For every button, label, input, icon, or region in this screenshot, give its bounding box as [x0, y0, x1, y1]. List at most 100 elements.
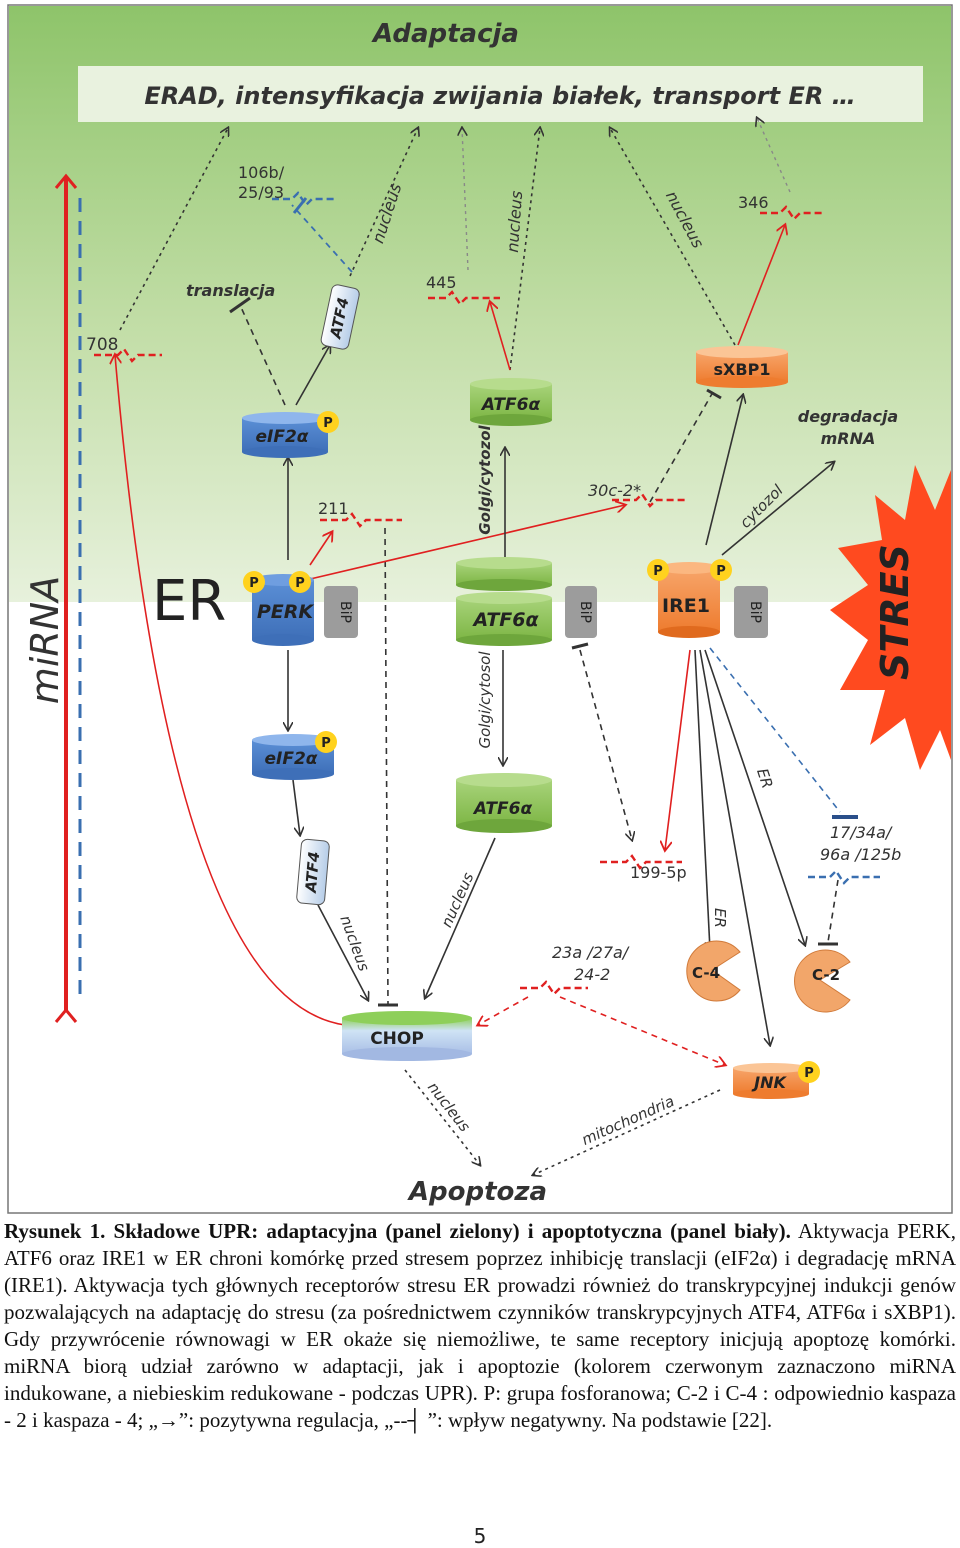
svg-text:IRE1: IRE1 — [662, 595, 710, 617]
mirna-23a: 23a /27a/ 24-2 — [520, 943, 630, 996]
edge-ire1-degradacja — [721, 462, 834, 556]
edge-chop-apoptoza — [404, 1069, 480, 1165]
edge-23a-chop — [478, 996, 529, 1025]
figure-caption: Rysunek 1. Składowe UPR: adaptacyjna (pa… — [4, 1218, 956, 1434]
ire1-bip: BiP — [734, 586, 768, 638]
mirna-30c: 30c-2* — [588, 481, 686, 508]
svg-text:199-5p: 199-5p — [630, 863, 687, 882]
inhibit-sxbp1 — [706, 388, 722, 400]
edge-ire1-199 — [665, 649, 691, 850]
jnk: JNK P — [733, 1061, 820, 1099]
atf6-bip: BiP — [565, 586, 597, 638]
svg-text:eIF2α: eIF2α — [256, 427, 309, 447]
label-golgi-cytosol: Golgi/cytosol — [476, 651, 494, 749]
svg-text:211: 211 — [318, 499, 349, 518]
mirna-199: 199-5p — [600, 854, 687, 882]
mirna-106b: 106b/ 25/93 — [238, 163, 334, 207]
svg-text:ATF4: ATF4 — [302, 851, 324, 895]
stres-label: STRES — [873, 544, 917, 680]
perk-p2: P — [289, 571, 311, 593]
adaptation-title: Adaptacja — [371, 19, 519, 49]
edge-ire1-c4 — [694, 649, 710, 950]
mirna-211: 211 — [318, 499, 402, 528]
ire1-receptor: IRE1 — [658, 562, 720, 638]
edge-perk-211 — [309, 532, 332, 566]
edge-eif2a-atf4 — [295, 345, 330, 406]
caspase-2: C-2 — [794, 949, 851, 1013]
svg-text:P: P — [716, 564, 726, 579]
edge-708-adaptation — [119, 128, 228, 331]
edge-eif2a-atf4-bottom — [292, 779, 300, 835]
edge-perk-30c — [305, 505, 625, 581]
svg-text:445: 445 — [426, 273, 457, 292]
edge-211-chop — [384, 527, 389, 1005]
atf4-top: ATF4 — [320, 284, 360, 350]
svg-text:96a /125b: 96a /125b — [820, 845, 901, 864]
inhibit-translacja — [229, 296, 251, 314]
svg-text:P: P — [249, 576, 259, 591]
svg-text:P: P — [321, 736, 331, 751]
er-label: ER — [152, 569, 226, 634]
edge-23a-jnk — [559, 996, 725, 1065]
apoptosis-title: Apoptoza — [407, 1177, 547, 1207]
svg-text:25/93: 25/93 — [238, 183, 284, 202]
svg-text:P: P — [323, 416, 333, 431]
edge-sxbp1-346 — [737, 225, 785, 346]
mirna-708: 708 — [86, 335, 162, 363]
atf6-er: ATF6α — [456, 557, 552, 646]
edge-ire1-17 — [709, 647, 841, 813]
svg-text:23a /27a/: 23a /27a/ — [552, 943, 630, 962]
chop: CHOP — [342, 1011, 472, 1061]
svg-text:24-2: 24-2 — [574, 965, 610, 984]
svg-text:ATF6α: ATF6α — [472, 799, 533, 819]
ire1-p2: P — [710, 559, 732, 581]
edge-eif2a-translacja — [239, 304, 286, 406]
eif2a-bottom: eIF2α P — [252, 731, 337, 780]
inhibit-bip-199 — [571, 642, 589, 650]
caption-label: Rysunek 1. Składowe UPR: adaptacyjna (pa… — [4, 1219, 791, 1243]
edge-ire1-sxbp1 — [705, 395, 743, 546]
svg-text:JNK: JNK — [751, 1073, 787, 1092]
atf6-golgi: ATF6α — [456, 773, 552, 833]
edge-ire1-c2 — [704, 649, 805, 945]
svg-text:BiP: BiP — [747, 601, 763, 623]
label-translacja: translacja — [186, 281, 275, 300]
label-er-jnk: ER — [753, 766, 776, 790]
edge-atf6-445 — [490, 302, 511, 371]
svg-text:P: P — [653, 564, 663, 579]
svg-text:PERK: PERK — [257, 601, 315, 623]
svg-text:C-2: C-2 — [812, 966, 840, 984]
perk-bip: BiP — [324, 586, 358, 638]
svg-text:17/34a/: 17/34a/ — [830, 823, 893, 842]
mirna-445: 445 — [426, 273, 500, 306]
page-number: 5 — [473, 1524, 487, 1548]
svg-text:BiP: BiP — [577, 601, 593, 623]
adaptation-banner — [78, 66, 923, 122]
svg-text:C-4: C-4 — [692, 964, 720, 982]
label-degradacja: degradacja — [798, 407, 898, 426]
edge-atf6-adaptation — [509, 128, 540, 371]
svg-text:30c-2*: 30c-2* — [588, 481, 641, 500]
sxbp1: sXBP1 — [696, 346, 788, 388]
caspase-4: C-4 — [686, 940, 741, 1002]
svg-text:eIF2α: eIF2α — [265, 749, 318, 769]
adaptation-banner-text: ERAD, intensyfikacja zwijania białek, tr… — [144, 82, 855, 110]
svg-text:P: P — [804, 1066, 814, 1081]
edge-atf4-adaptation — [349, 128, 418, 277]
atf4-bottom: ATF4 — [296, 838, 330, 906]
svg-text:sXBP1: sXBP1 — [714, 360, 771, 379]
svg-text:BiP: BiP — [337, 601, 353, 623]
stres-burst — [830, 465, 951, 770]
svg-text:CHOP: CHOP — [370, 1029, 424, 1049]
mirna-17: 17/34a/ 96a /125b — [808, 823, 901, 885]
edge-chop-708 — [115, 355, 346, 1026]
ire1-p1: P — [647, 559, 669, 581]
label-nucleus-atf6: nucleus — [503, 190, 526, 253]
edge-ire1-jnk — [699, 649, 770, 1045]
label-mrna: mRNA — [821, 429, 876, 448]
atf6-top: ATF6α — [470, 378, 552, 426]
label-golgi-cytozol: Golgi/cytozol — [476, 424, 494, 534]
svg-text:106b/: 106b/ — [238, 163, 285, 182]
svg-text:ATF6α: ATF6α — [480, 395, 541, 415]
svg-text:708: 708 — [86, 335, 118, 355]
